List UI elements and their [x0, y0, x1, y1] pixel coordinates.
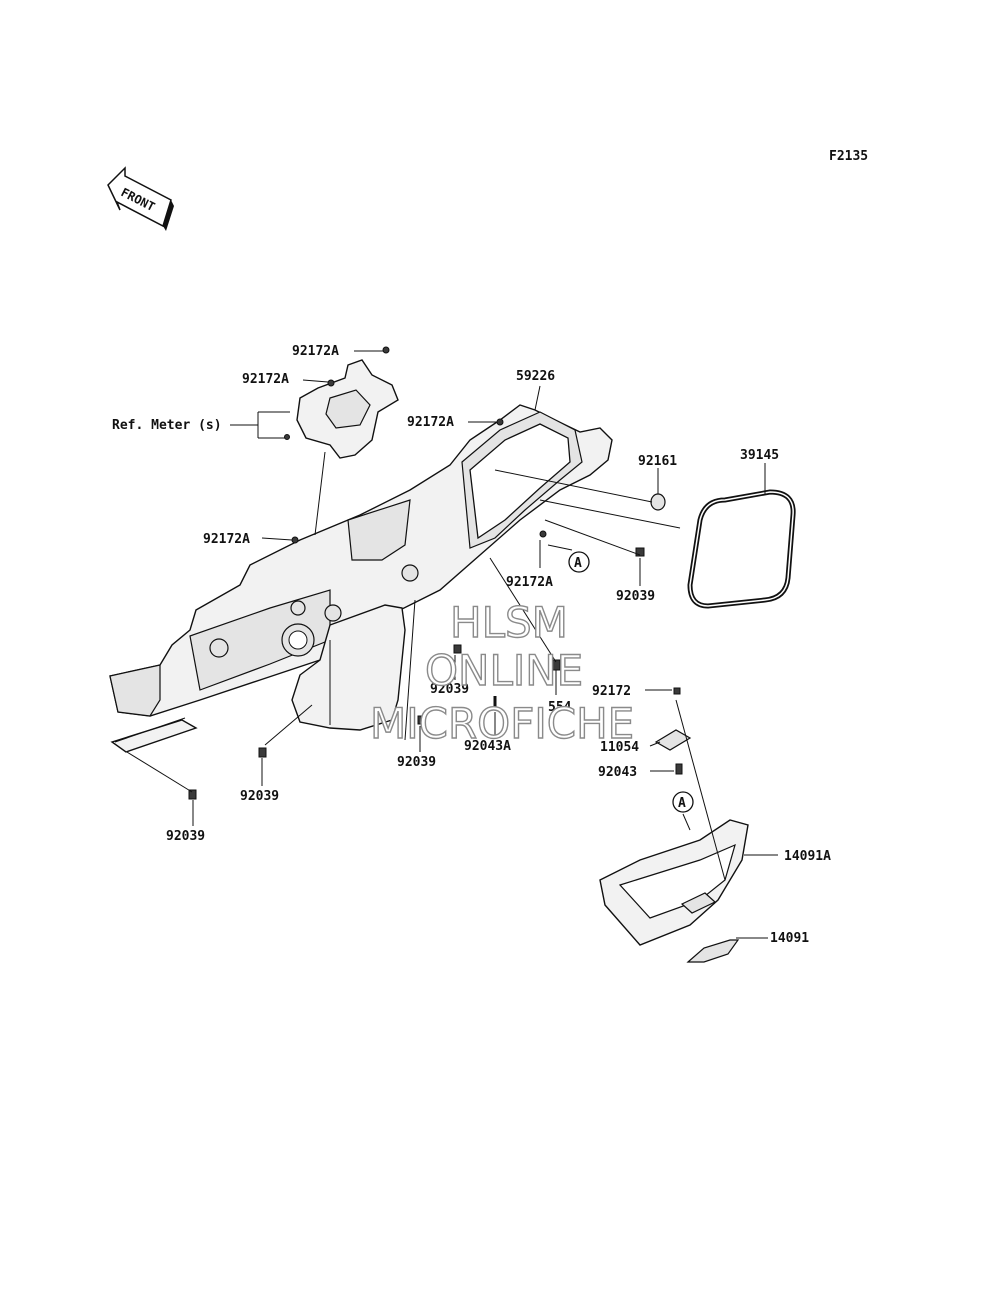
nut-icon [291, 536, 299, 544]
leader-lines [126, 350, 778, 939]
part-label: 92039 [616, 589, 655, 604]
part-label: 92161 [638, 454, 677, 469]
figure-code: F2135 [829, 149, 868, 164]
part-label: 14091 [770, 931, 809, 946]
watermark-line-2: ONLINE [425, 646, 583, 695]
screw-icon [635, 547, 645, 557]
watermark-line-1: HLSM [450, 598, 568, 647]
screw-icon [417, 715, 426, 725]
part-label: 11054 [600, 740, 639, 755]
nut-icon [327, 379, 335, 387]
part-label: 92039 [430, 682, 469, 697]
front-arrow-icon: FRONT [107, 166, 174, 231]
callout-a-lower-label: A [678, 796, 686, 811]
watermark-line-3: MICROFICHE [370, 699, 634, 748]
part-label: 92172 [592, 684, 631, 699]
part-label: 92172A [407, 415, 454, 430]
screw-icon [673, 687, 681, 695]
part-label: 92043 [598, 765, 637, 780]
part-label: 92172A [292, 344, 339, 359]
watermark: HLSM ONLINE MICROFICHE [369, 597, 635, 748]
bracket-11054 [654, 729, 692, 751]
emblem-14091 [686, 939, 740, 963]
part-label: 39145 [740, 448, 779, 463]
callout-a-lower: A [672, 791, 694, 813]
screw-icon [188, 789, 197, 800]
part-label: 92172A [203, 532, 250, 547]
callout-a-upper: A [568, 551, 590, 573]
callout-a-upper-label: A [574, 556, 582, 571]
part-label: 92039 [166, 829, 205, 844]
lower-cover [291, 604, 406, 731]
glove-box-lid [599, 819, 749, 946]
screw-icon [258, 747, 267, 758]
screw-icon [453, 644, 462, 654]
part-label: 92043A [464, 739, 511, 754]
nut-icon [382, 346, 390, 354]
ref-meter-label: Ref. Meter (s) [112, 418, 222, 433]
meter-bracket [284, 346, 399, 459]
screw-icon [675, 763, 683, 775]
seal-39145 [687, 489, 796, 609]
nut-icon [539, 530, 547, 538]
grommet-icon [650, 493, 666, 511]
dash-panel [109, 404, 613, 753]
nut-icon [284, 434, 290, 440]
part-label: 92172A [506, 575, 553, 590]
nut-icon [496, 418, 504, 426]
part-label: 92039 [240, 789, 279, 804]
part-label: 554 [548, 700, 572, 715]
part-label: 92172A [242, 372, 289, 387]
part-label: 92039 [397, 755, 436, 770]
part-label: 14091A [784, 849, 831, 864]
part-label: 59226 [516, 369, 555, 384]
